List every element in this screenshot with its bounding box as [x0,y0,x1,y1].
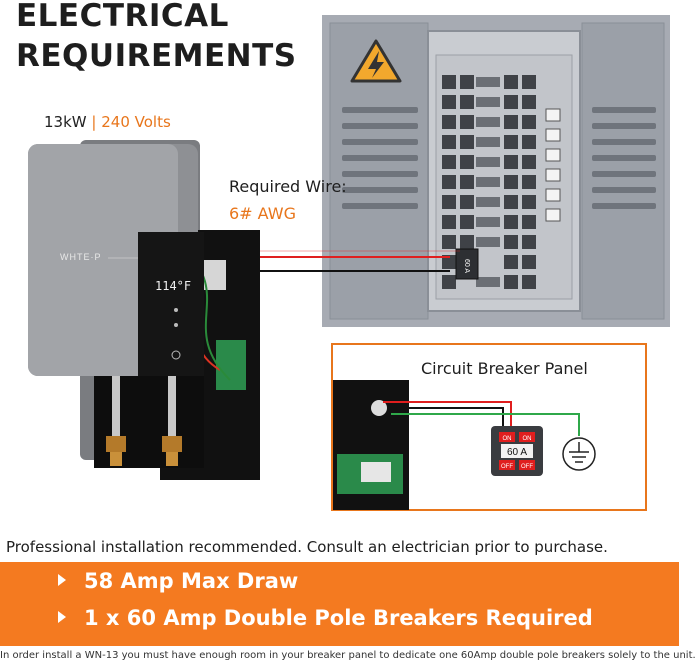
requirement-text: 1 x 60 Amp Double Pole Breakers Required [84,606,593,630]
footnote: In order install a WN-13 you must have e… [0,650,696,661]
page-title: ELECTRICAL REQUIREMENTS [16,0,297,76]
power-spec: 13kW | 240 Volts [44,113,171,131]
water-heater-illustration: WHTE·P 114°F [28,140,260,480]
requirement-item: 58 Amp Max Draw [58,569,298,593]
breaker-off-label-2: OFF [521,464,533,470]
triangle-bullet-icon [58,611,66,623]
breaker-rating-label: 60 A [507,447,527,458]
requirement-text: 58 Amp Max Draw [84,569,299,593]
spec-separator: | [91,113,97,131]
required-wire-label: Required Wire: [229,177,347,196]
power-rating: 13kW [44,113,87,131]
voltage-rating: 240 Volts [101,113,171,131]
breaker-on-label-2: ON [523,436,532,442]
circuit-breaker-panel-title: Circuit Breaker Panel [421,359,588,378]
brand-logo: WHTE·P [60,252,102,262]
breaker-on-label-1: ON [503,436,512,442]
breaker-off-label-1: OFF [501,464,513,470]
temperature-display: 114°F [155,279,191,293]
triangle-bullet-icon [58,574,66,586]
requirements-banner [0,562,679,646]
installation-note: Professional installation recommended. C… [6,538,608,556]
circuit-breaker-diagram: ON ON 60 A OFF OFF [333,380,596,510]
required-wire-value: 6# AWG [229,204,296,223]
high-voltage-warning-icon [350,39,402,83]
breaker-panel-illustration: 60 A [322,15,670,327]
requirement-item: 1 x 60 Amp Double Pole Breakers Required [58,606,593,630]
title-line-1: ELECTRICAL [16,0,229,34]
title-line-2: REQUIREMENTS [16,38,297,74]
ground-icon [562,437,596,471]
wire-connection [224,250,460,272]
breaker-small-label: 60 A [463,259,470,273]
